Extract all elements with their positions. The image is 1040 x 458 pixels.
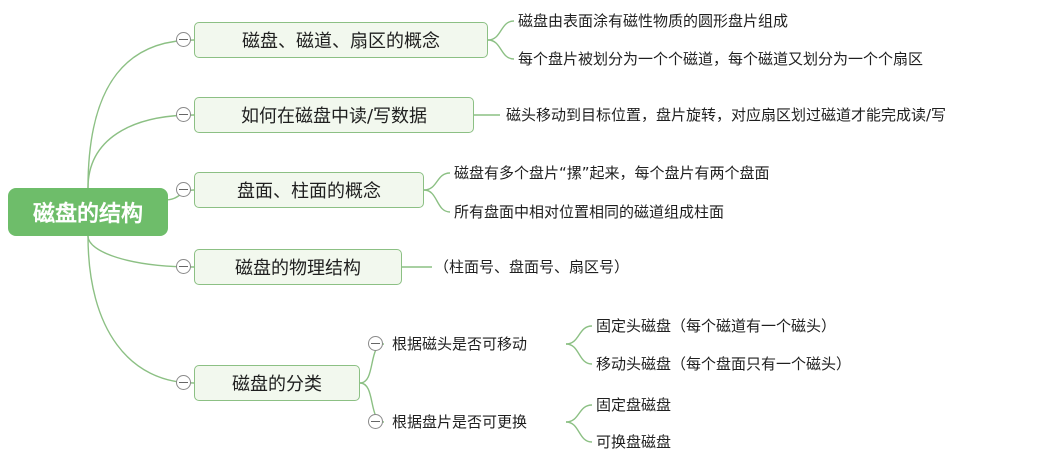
connector-sub-2-leaf-2: [565, 421, 593, 443]
connector-topic-3-leaf-1: [423, 172, 451, 191]
topic-physical-structure[interactable]: 磁盘的物理结构: [194, 249, 402, 285]
topic-disk-track-sector[interactable]: 磁盘、磁道、扇区的概念: [194, 22, 488, 58]
connector-root-topic-2: [87, 114, 195, 189]
root-topic[interactable]: 磁盘的结构: [8, 188, 168, 236]
leaf-cylinder-definition[interactable]: 所有盘面中相对位置相同的磁道组成柱面: [454, 203, 725, 221]
leaf-disk-definition[interactable]: 磁盘由表面涂有磁性物质的圆形盘片组成: [518, 12, 789, 30]
collapse-toggle-icon[interactable]: [368, 414, 383, 429]
subtopic-by-platter-replaceability[interactable]: 根据盘片是否可更换: [392, 413, 528, 431]
connector-root-topic-5: [87, 235, 195, 384]
topic-surface-cylinder[interactable]: 盘面、柱面的概念: [194, 172, 424, 208]
leaf-physical-address[interactable]: （柱面号、盘面号、扇区号）: [434, 258, 630, 276]
collapse-toggle-icon[interactable]: [176, 32, 191, 47]
collapse-toggle-icon[interactable]: [368, 336, 383, 351]
leaf-track-sector-division[interactable]: 每个盘片被划分为一个个磁道，每个磁道又划分为一个个扇区: [518, 50, 924, 68]
connector-sub-1-leaf-1: [565, 325, 593, 345]
leaf-removable-platter-disk[interactable]: 可换盘磁盘: [596, 433, 672, 451]
connector-topic-1-leaf-2: [487, 39, 515, 60]
collapse-toggle-icon[interactable]: [176, 182, 191, 197]
subtopic-by-head-mobility[interactable]: 根据磁头是否可移动: [392, 335, 528, 353]
connector-sub-1-leaf-2: [565, 343, 593, 365]
topic-disk-classification[interactable]: 磁盘的分类: [194, 365, 360, 401]
leaf-fixed-platter-disk[interactable]: 固定盘磁盘: [596, 396, 672, 414]
connector-sub-2-leaf-1: [565, 404, 593, 423]
connector-topic-1-leaf-1: [487, 20, 515, 41]
leaf-platter-surfaces[interactable]: 磁盘有多个盘片“摞”起来，每个盘片有两个盘面: [454, 164, 770, 182]
leaf-moving-head-disk[interactable]: 移动头磁盘（每个盘面只有一个磁头）: [596, 355, 852, 373]
collapse-toggle-icon[interactable]: [176, 107, 191, 122]
topic-read-write[interactable]: 如何在磁盘中读/写数据: [194, 97, 474, 133]
leaf-read-write-process[interactable]: 磁头移动到目标位置，盘片旋转，对应扇区划过磁道才能完成读/写: [506, 106, 947, 124]
collapse-toggle-icon[interactable]: [176, 259, 191, 274]
connector-root-topic-1: [87, 39, 195, 189]
leaf-fixed-head-disk[interactable]: 固定头磁盘（每个磁道有一个磁头）: [596, 317, 837, 335]
connector-topic-3-leaf-2: [423, 189, 451, 213]
connector-root-topic-4: [87, 235, 195, 268]
collapse-toggle-icon[interactable]: [176, 375, 191, 390]
